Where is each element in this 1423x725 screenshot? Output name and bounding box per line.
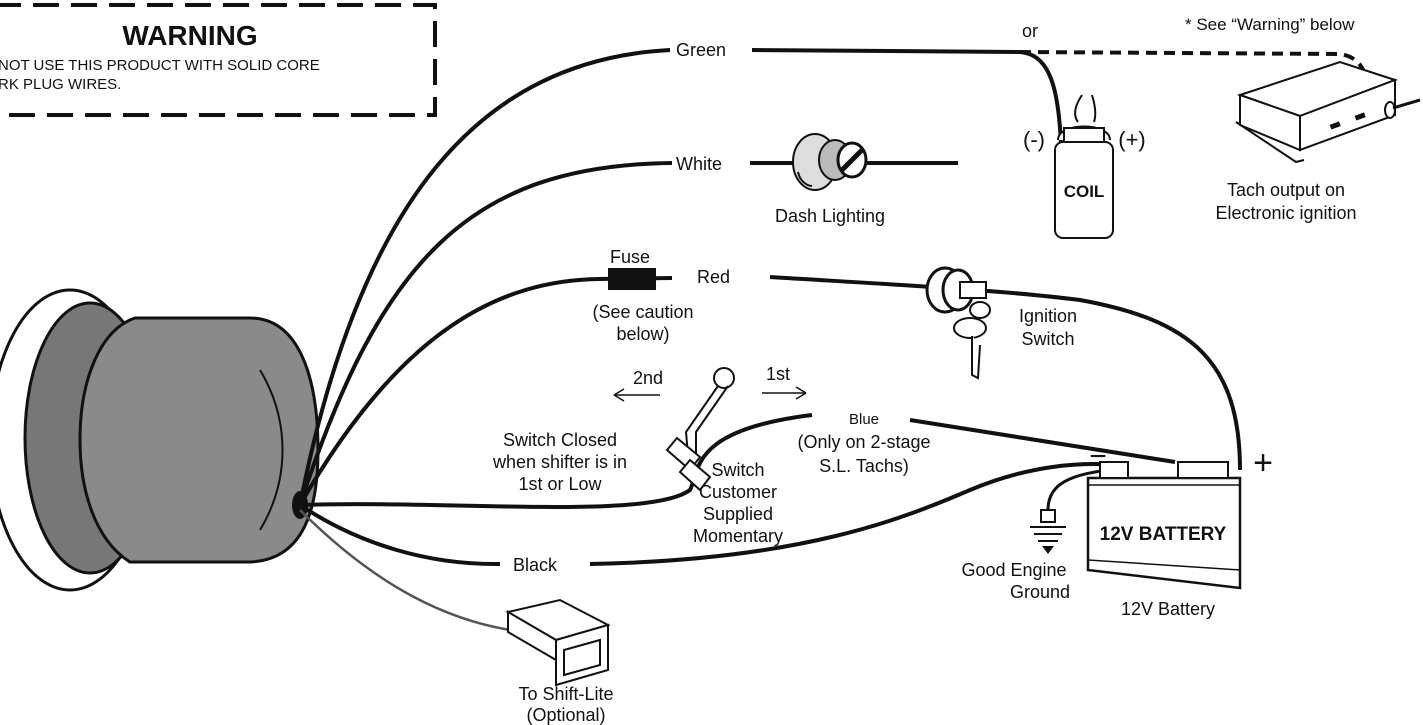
see-warning-note: * See “Warning” below xyxy=(1185,15,1355,34)
fuse-caution-1: (See caution xyxy=(592,302,693,322)
black-label: Black xyxy=(513,555,558,575)
white-wire xyxy=(298,161,673,506)
blue-wire xyxy=(299,413,813,509)
fuse: Fuse (See caution below) xyxy=(592,247,693,344)
shifter-1st: 1st xyxy=(766,364,790,384)
fuse-label: Fuse xyxy=(610,247,650,267)
warning-line-1: NOT USE THIS PRODUCT WITH SOLID CORE xyxy=(0,57,320,74)
white-label: White xyxy=(676,154,722,174)
electronic-caption-1: Tach output on xyxy=(1227,180,1345,200)
customer-switch-1: Switch xyxy=(711,460,764,480)
electronic-ignition-icon: * See “Warning” below Tach output on Ele… xyxy=(1185,15,1421,223)
battery-plus: + xyxy=(1253,444,1273,482)
shifter-2nd: 2nd xyxy=(633,368,663,388)
red-wire xyxy=(298,277,601,506)
battery-icon: 12V BATTERY 12V Battery + − xyxy=(1086,440,1273,619)
or-label: or xyxy=(1022,21,1038,41)
wire-harness xyxy=(298,48,1242,632)
electronic-caption-2: Electronic ignition xyxy=(1215,203,1356,223)
black-wire xyxy=(298,503,501,567)
ground-caption-1: Good Engine xyxy=(961,560,1066,580)
shiftlite-wire xyxy=(299,509,511,632)
ground-wire xyxy=(1046,468,1111,511)
battery-caption: 12V Battery xyxy=(1121,599,1215,619)
shifter-switch-icon: 2nd 1st Switch Closed when shifter is in… xyxy=(492,364,807,546)
warning-line-2: RK PLUG WIRES. xyxy=(0,76,121,93)
dash-lighting-caption: Dash Lighting xyxy=(775,206,885,226)
red-label: Red xyxy=(697,267,730,287)
tachometer-gauge xyxy=(0,288,320,592)
blue-note-2: S.L. Tachs) xyxy=(819,456,909,476)
customer-switch-2: Customer xyxy=(699,482,777,502)
customer-switch-4: Momentary xyxy=(693,526,783,546)
switch-closed-3: 1st or Low xyxy=(518,474,602,494)
shiftlite-caption-1: To Shift-Lite xyxy=(518,684,613,704)
coil-positive: (+) xyxy=(1118,127,1146,152)
warning-box: WARNING NOT USE THIS PRODUCT WITH SOLID … xyxy=(0,3,437,117)
fuse-caution-2: below) xyxy=(616,324,669,344)
green-label: Green xyxy=(676,40,726,60)
green-wire xyxy=(298,48,671,506)
coil-text: COIL xyxy=(1064,182,1105,201)
ignition-caption-1: Ignition xyxy=(1019,306,1077,326)
shiftlite-connector-icon: To Shift-Lite (Optional) xyxy=(505,598,614,725)
switch-closed-2: when shifter is in xyxy=(492,452,627,472)
blue-label: Blue xyxy=(849,411,879,428)
coil-icon: COIL (-) (+) or xyxy=(1022,21,1146,239)
battery-minus: − xyxy=(1089,440,1107,473)
battery-text: 12V BATTERY xyxy=(1100,524,1227,545)
shiftlite-caption-2: (Optional) xyxy=(526,705,605,725)
ground-caption-2: Ground xyxy=(1010,582,1070,602)
ignition-switch-icon: Ignition Switch xyxy=(925,266,1077,380)
dash-light-icon: Dash Lighting xyxy=(775,133,885,226)
warning-title: WARNING xyxy=(122,20,257,51)
customer-switch-3: Supplied xyxy=(703,504,773,524)
coil-negative: (-) xyxy=(1023,127,1045,152)
blue-note-1: (Only on 2-stage xyxy=(797,432,930,452)
switch-closed-1: Switch Closed xyxy=(503,430,617,450)
ignition-caption-2: Switch xyxy=(1021,329,1074,349)
ground-symbol-icon: Good Engine Ground xyxy=(961,509,1070,602)
